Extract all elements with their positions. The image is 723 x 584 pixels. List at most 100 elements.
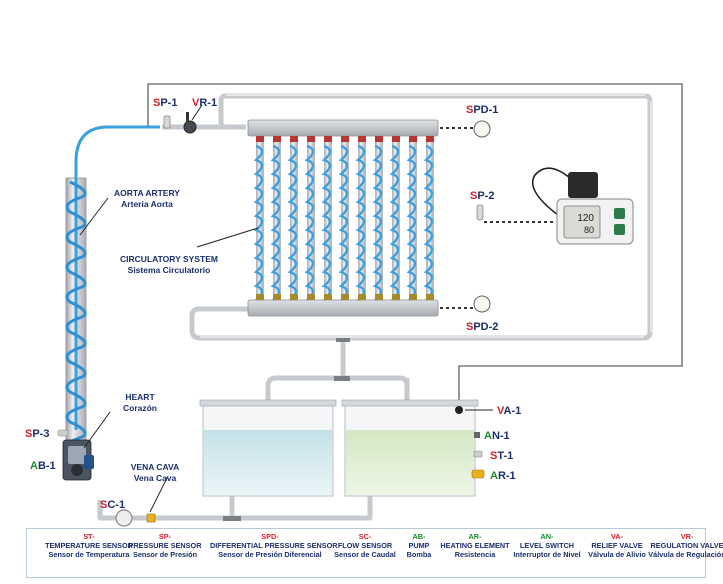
vr-1-valve bbox=[183, 120, 197, 134]
capillary-spiral bbox=[304, 144, 315, 301]
connector-tank-top bbox=[334, 376, 350, 381]
capillary-top-fitting bbox=[290, 136, 298, 142]
aorta-label-en: AORTA ARTERY bbox=[114, 188, 180, 198]
outer-return-pipe bbox=[147, 83, 683, 405]
capillary-top-fitting bbox=[341, 136, 349, 142]
capillary-top-fitting bbox=[273, 136, 281, 142]
capillary-bottom-fitting bbox=[375, 294, 383, 300]
legend-name-en: RELIEF VALVE bbox=[591, 541, 643, 550]
aorta-blue-line bbox=[74, 125, 160, 430]
ar-1-label: AR-1 bbox=[490, 470, 516, 482]
ar-1-heater bbox=[471, 469, 485, 479]
connector-bottom bbox=[223, 516, 241, 521]
tank-left-water bbox=[204, 430, 332, 495]
capillary-top-fitting bbox=[409, 136, 417, 142]
legend-code: VR- bbox=[680, 532, 694, 541]
sc-1-fitting bbox=[146, 513, 156, 523]
legend-code: ST- bbox=[83, 532, 95, 541]
legend-name-en: PRESSURE SENSOR bbox=[128, 541, 202, 550]
st-1-sensor bbox=[473, 450, 483, 458]
legend-name-es: Válvula de Alivio bbox=[588, 550, 646, 559]
legend-name-es: Sensor de Presión Diferencial bbox=[218, 550, 322, 559]
sp-1-sensor bbox=[163, 115, 171, 129]
monitor-cuff bbox=[568, 172, 598, 198]
ab-1-label: AB-1 bbox=[30, 460, 56, 472]
legend-name-es: Resistencia bbox=[454, 550, 496, 559]
capillary-spiral bbox=[355, 144, 366, 301]
spd-1-sensor bbox=[473, 120, 491, 138]
capillary-top-fitting bbox=[256, 136, 264, 142]
va-1-valve bbox=[455, 406, 463, 414]
legend-code: AN- bbox=[540, 532, 554, 541]
vena-cava-label-en: VENA CAVA bbox=[131, 462, 180, 472]
capillary-top-fitting bbox=[358, 136, 366, 142]
vena-cava-label-es: Vena Cava bbox=[134, 473, 177, 483]
legend-name-es: Válvula de Regulación bbox=[648, 550, 723, 559]
heart-pump bbox=[62, 439, 94, 481]
monitor-diastolic: 80 bbox=[584, 225, 594, 235]
sp-1-label: SP-1 bbox=[153, 97, 177, 109]
vr-1-label: VR-1 bbox=[192, 97, 217, 109]
capillary-bottom-fitting bbox=[358, 294, 366, 300]
capillary-bottom-fitting bbox=[256, 294, 264, 300]
capillary-spiral bbox=[253, 144, 264, 301]
legend-name-en: HEATING ELEMENT bbox=[440, 541, 510, 550]
capillary-spiral bbox=[372, 144, 383, 301]
sc-1-flow-sensor bbox=[115, 509, 133, 527]
legend-code: AR- bbox=[468, 532, 482, 541]
legend-name-en: DIFFERENTIAL PRESSURE SENSOR bbox=[210, 541, 338, 550]
spd-dashed-lines bbox=[440, 127, 555, 309]
legend-name-en: LEVEL SWITCH bbox=[519, 541, 575, 550]
capillary-top-fitting bbox=[426, 136, 434, 142]
legend-name-es: Sensor de Temperatura bbox=[48, 550, 130, 559]
pipe-highlights bbox=[200, 94, 652, 338]
tank-right-lid bbox=[341, 399, 479, 407]
capillary-bottom-fitting bbox=[341, 294, 349, 300]
legend-name-en: REGULATION VALVE bbox=[650, 541, 723, 550]
st-1-label: ST-1 bbox=[490, 450, 513, 462]
capillary-top-fitting bbox=[307, 136, 315, 142]
capillary-bottom-fitting bbox=[324, 294, 332, 300]
an-1-switch bbox=[474, 432, 480, 438]
legend-name-es: Sensor de Caudal bbox=[334, 550, 396, 559]
legend-code: SPD- bbox=[261, 532, 279, 541]
legend-name-es: Interruptor de Nivel bbox=[513, 550, 581, 559]
tank-left-lid bbox=[199, 399, 337, 407]
legend-name-en: TEMPERATURE SENSOR bbox=[45, 541, 133, 550]
legend-name-es: Bomba bbox=[406, 550, 432, 559]
top-manifold bbox=[247, 119, 439, 137]
capillary-spiral bbox=[270, 144, 281, 301]
monitor-button-bottom bbox=[614, 224, 625, 235]
capillary-bottom-fitting bbox=[273, 294, 281, 300]
sp-3-sensor bbox=[57, 429, 69, 437]
spd-2-sensor bbox=[473, 295, 491, 313]
spd-1-label: SPD-1 bbox=[466, 104, 498, 116]
monitor-cable bbox=[531, 167, 571, 216]
legend-name-en: PUMP bbox=[408, 541, 430, 550]
capillary-bottom-fitting bbox=[392, 294, 400, 300]
capillary-top-fitting bbox=[392, 136, 400, 142]
capillary-tubes bbox=[253, 135, 434, 301]
capillary-bottom-fitting bbox=[409, 294, 417, 300]
heart-label-es: Corazón bbox=[123, 403, 157, 413]
monitor-systolic: 120 bbox=[577, 213, 594, 224]
capillary-bottom-fitting bbox=[426, 294, 434, 300]
capillary-bottom-fitting bbox=[290, 294, 298, 300]
monitor-button-top bbox=[614, 208, 625, 219]
legend-code: SC- bbox=[358, 532, 372, 541]
legend-code: SP- bbox=[158, 532, 172, 541]
capillary-spiral bbox=[287, 144, 298, 301]
spd-2-label: SPD-2 bbox=[466, 321, 498, 333]
legend-code: AB- bbox=[412, 532, 426, 541]
capillary-top-fitting bbox=[375, 136, 383, 142]
tank-right-water bbox=[346, 430, 474, 495]
leader-lines bbox=[79, 104, 493, 513]
